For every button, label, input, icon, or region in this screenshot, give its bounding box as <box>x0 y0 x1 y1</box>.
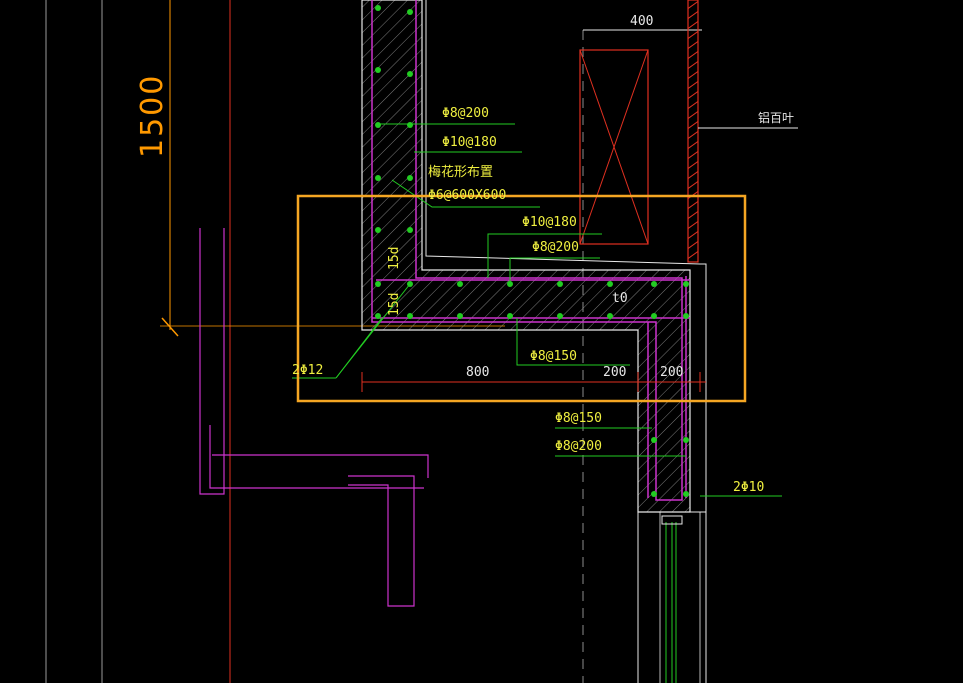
rebar-label-1: Φ8@200 <box>442 106 489 121</box>
anchor-label-lower: 15d <box>387 293 402 316</box>
rebar-label-5: Φ8@150 <box>530 349 577 364</box>
highlight-box <box>296 194 747 403</box>
dim-1500-text: 1500 <box>135 74 170 158</box>
louver-label: 铝百叶 <box>758 110 794 125</box>
dim-200b-text: 200 <box>660 365 683 380</box>
slab-thickness-label: t0 <box>612 291 628 306</box>
anchor-label-upper: 15d <box>387 247 402 270</box>
concrete-section <box>361 0 707 683</box>
rebar-label-3: Φ10@180 <box>522 215 577 230</box>
dim-200a-text: 200 <box>603 365 626 380</box>
dim-800-text: 800 <box>466 365 489 380</box>
glass-strip <box>661 515 683 683</box>
bar-2phi12-label: 2Φ12 <box>292 363 323 378</box>
annotations: 铝百叶 Φ8@200 Φ10@180 梅花形布置 Φ6@600X600 Φ10@… <box>292 106 794 495</box>
bar-2phi10-label: 2Φ10 <box>733 480 764 495</box>
leader-lines <box>292 123 782 497</box>
dim-400-text: 400 <box>630 14 653 29</box>
rebar-label-7: Φ8@200 <box>555 439 602 454</box>
rebar-dots <box>375 5 689 497</box>
plum-blossom-label: 梅花形布置 <box>428 164 493 180</box>
rebar-label-2: Φ10@180 <box>442 135 497 150</box>
rebar-label-6: Φ8@150 <box>555 411 602 426</box>
dimension-bottom <box>361 372 706 392</box>
dimension-400: 400 <box>630 14 653 29</box>
plum-spacing-label: Φ6@600X600 <box>428 188 506 203</box>
guide-lines <box>45 0 702 683</box>
rebar-label-4: Φ8@200 <box>532 240 579 255</box>
dimension-1500: 1500 <box>135 0 505 337</box>
louver-frame <box>579 0 798 263</box>
rebar-sketch-left <box>199 228 429 607</box>
